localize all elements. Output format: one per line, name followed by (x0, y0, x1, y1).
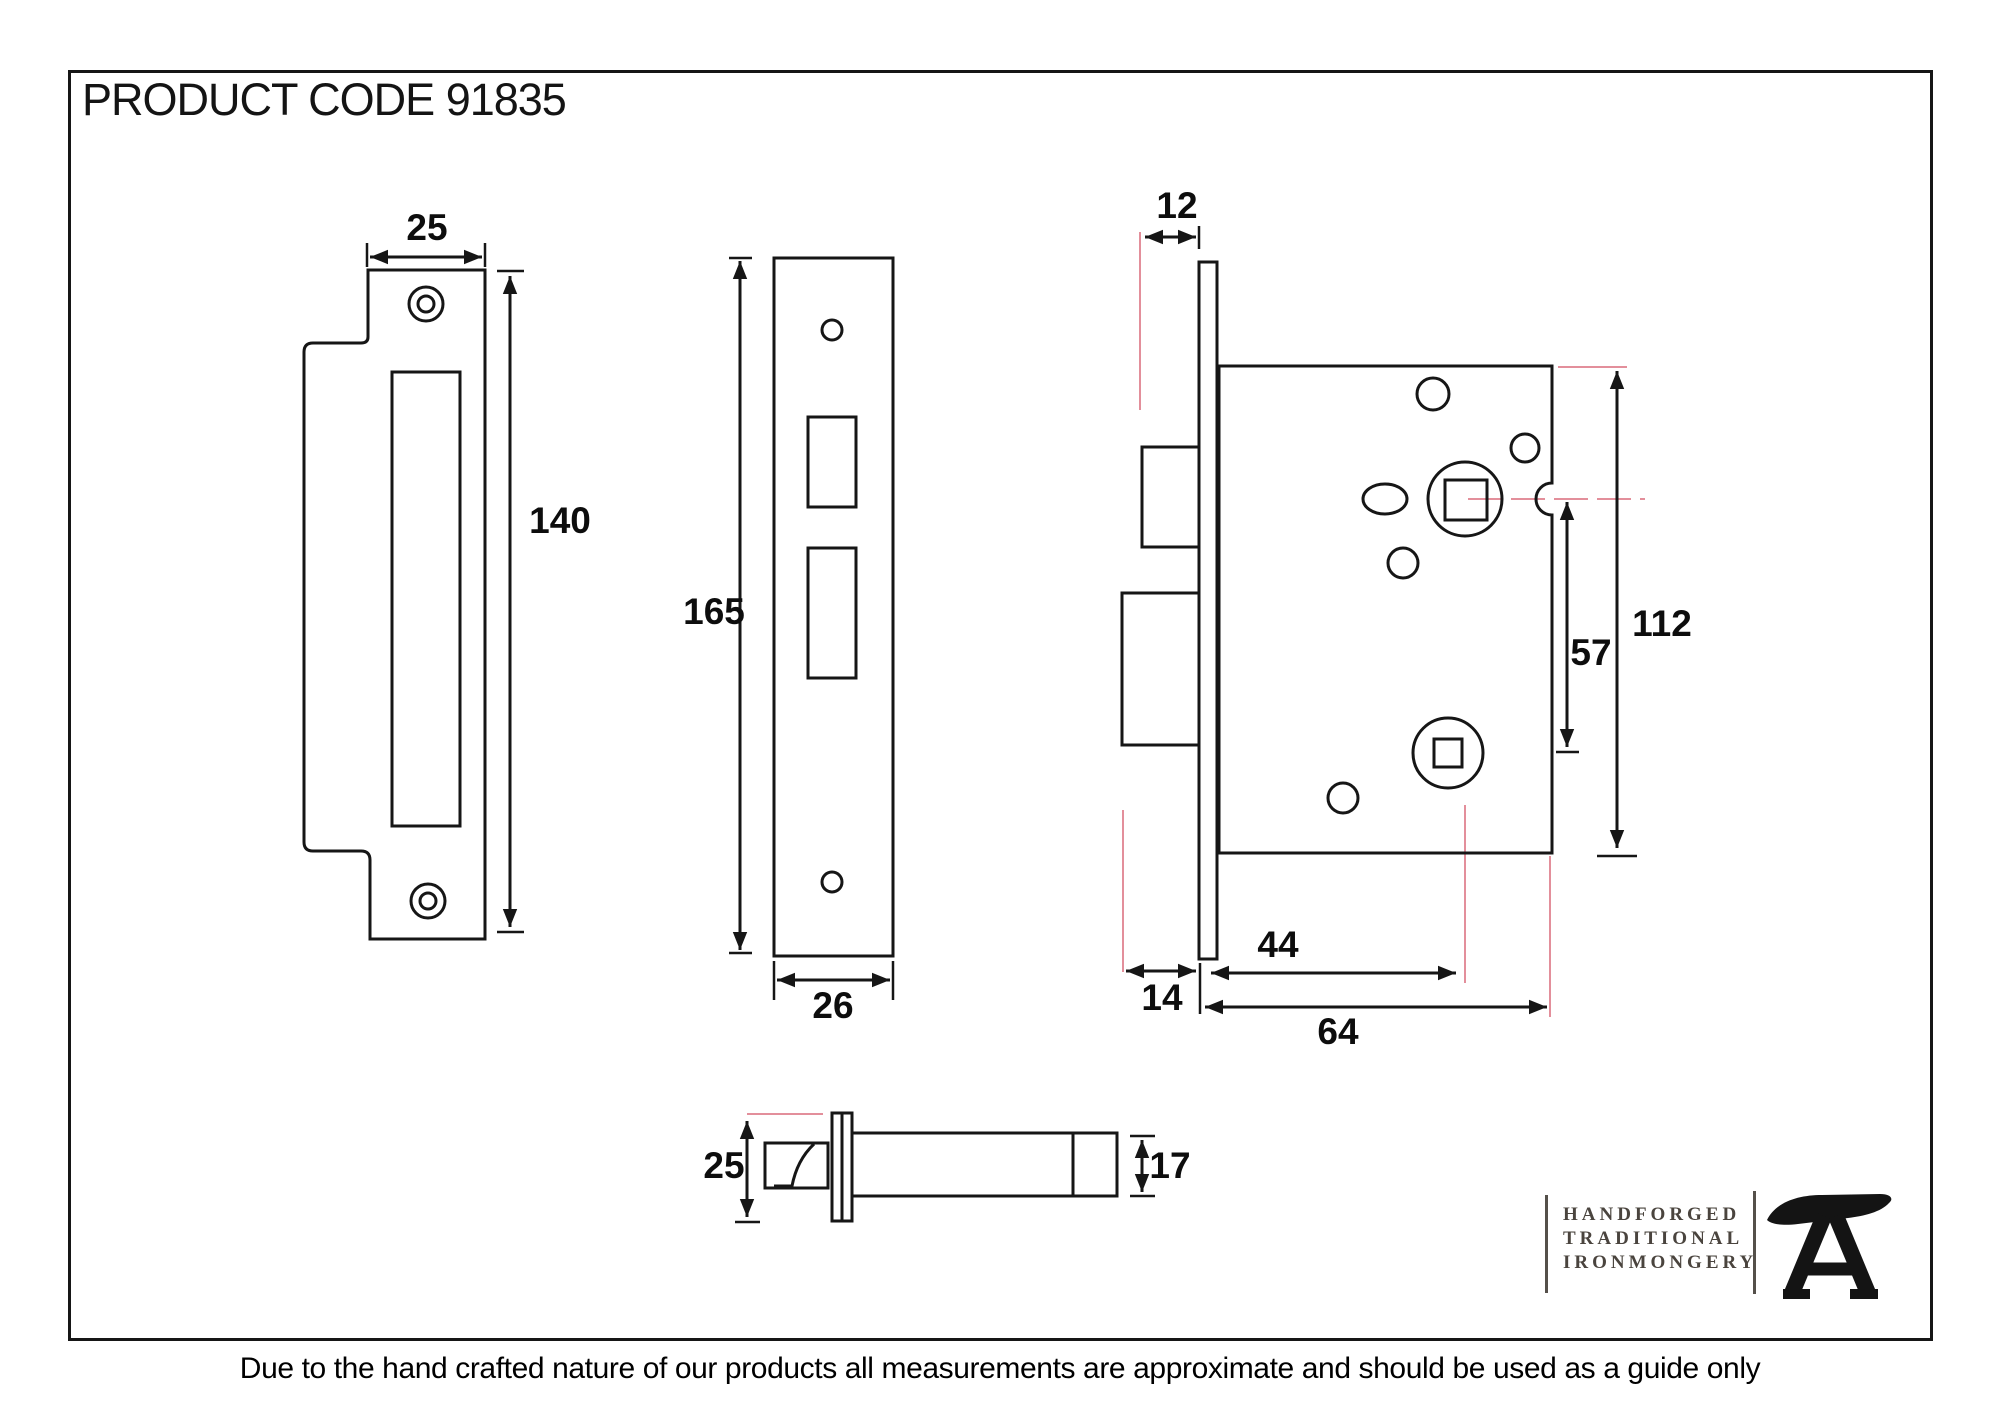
dim-label-forend-offset: 12 (1156, 185, 1198, 226)
faceplate-screw-hole-top (820, 318, 844, 342)
logo-text: HANDFORGED TRADITIONAL IRONMONGERY (1563, 1203, 1757, 1275)
dim-label-case-height: 112 (1632, 603, 1692, 644)
product-code-title: PRODUCT CODE 91835 (82, 74, 567, 125)
faceplate-screw-hole-bottom (820, 870, 844, 894)
latch-bolt (1140, 445, 1201, 549)
latch-assembly-view (735, 1111, 1155, 1224)
case-hole-bottom (1326, 781, 1360, 815)
logo-divider-left (1545, 1195, 1548, 1293)
screw-hole-top (407, 285, 445, 323)
screw-hole-bottom (409, 882, 447, 920)
strike-plate-cutout (390, 370, 462, 828)
case-slot-oval (1361, 482, 1409, 516)
spindle-boss (1426, 460, 1504, 538)
spindle-square-hole (1443, 478, 1489, 522)
case-hole-top (1415, 376, 1451, 412)
screw-hole-top-inner (416, 294, 436, 314)
logo-line-1: HANDFORGED (1563, 1204, 1741, 1225)
strike-plate-outline (302, 268, 487, 941)
latch-bevel-curve (774, 1142, 816, 1188)
dim-label-backset: 44 (1257, 924, 1299, 965)
dim-label-spindle-spacing: 57 (1570, 632, 1612, 673)
logo-line-3: IRONMONGERY (1563, 1252, 1758, 1273)
anvil-icon (1767, 1194, 1892, 1299)
drawing-border (68, 70, 1933, 1341)
faceplate-outline (772, 256, 895, 958)
case-hole-right (1509, 432, 1541, 464)
dim-label-faceplate-height: 165 (683, 591, 745, 632)
dim-label-bolt-height: 25 (703, 1145, 745, 1186)
logo-line-2: TRADITIONAL (1563, 1228, 1744, 1249)
dim-label-latch-depth: 14 (1141, 977, 1183, 1018)
lock-case-outline (1217, 364, 1554, 855)
faceplate-view (729, 256, 895, 1000)
turn-square-hole (1432, 737, 1464, 769)
latch-shaft (850, 1131, 1119, 1198)
latch-slot (806, 415, 858, 509)
forend-strip (1197, 260, 1219, 961)
strike-plate-view (302, 243, 524, 941)
dim-label-faceplate-width: 26 (812, 985, 854, 1026)
dim-label-shaft-height: 17 (1149, 1145, 1191, 1186)
lock-case-view (1120, 226, 1645, 1017)
dim-label-strike-width: 25 (406, 207, 448, 248)
logo-divider-right (1753, 1191, 1756, 1294)
dead-bolt (1120, 591, 1201, 747)
case-hole-middle (1386, 546, 1420, 580)
bolt-slot (806, 546, 858, 680)
dim-label-strike-height: 140 (529, 500, 591, 541)
dim-label-case-depth: 64 (1317, 1011, 1359, 1052)
screw-hole-bottom-inner (418, 891, 438, 911)
disclaimer-text: Due to the hand crafted nature of our pr… (239, 1352, 1761, 1385)
turn-boss (1411, 716, 1485, 790)
latch-head (763, 1141, 830, 1190)
